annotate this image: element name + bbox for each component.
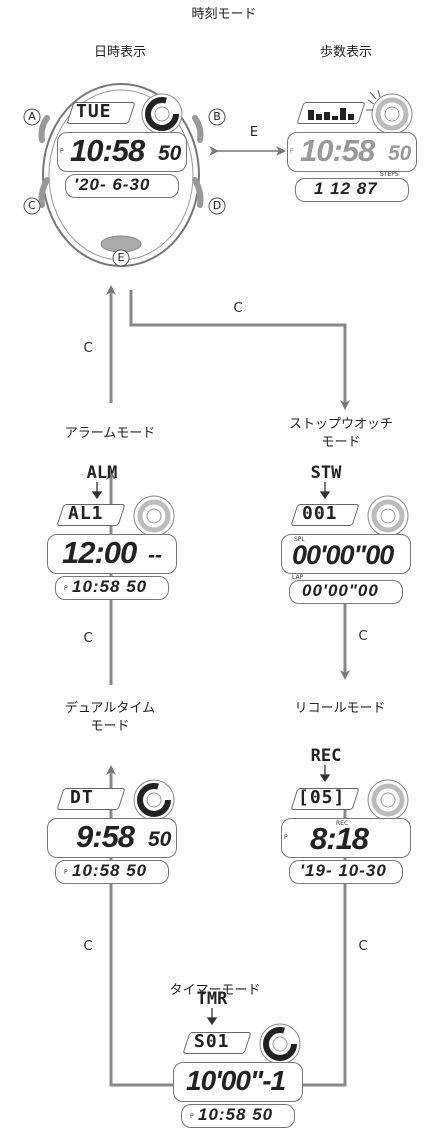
button-a-label: A [28,110,36,123]
main-panel [173,1062,303,1102]
alarm-time: 12:00 [62,535,137,570]
pm-indicator: P [60,148,64,155]
steps-display: P 10:58 50 STEPS 1 12 87 [287,90,417,228]
pm-indicator: P [290,148,294,155]
bottom-panel [181,1104,295,1128]
gauge-icon [133,779,175,821]
arrow-c-label-5: C [83,939,93,954]
main-panel [47,818,177,858]
spl-caption: SPL [294,536,305,543]
button-c-shape [38,177,50,208]
bottom-panel [295,178,409,202]
seconds: 50 [388,142,412,165]
lap-caption: LAP [292,574,304,581]
timer-number: S01 [194,1031,230,1052]
main-panel [281,534,411,574]
current-time: 10:58 50 [72,577,148,596]
split-time: 00'00"00 [292,540,394,570]
bottom-panel [55,576,169,600]
flow-arrows [106,285,350,1090]
gauge-icon [259,1023,301,1065]
timer-code: TMR [196,989,228,1009]
current-time: 10:58 50 [198,1105,274,1124]
main-panel [281,818,411,858]
gauge-icon [141,93,183,135]
steps-caption: STEPS [380,171,399,178]
arrow-c-label-3: C [83,631,93,646]
main-panel [57,132,187,172]
steps-label: 歩数表示 [319,45,372,60]
alarm-code: ALM [86,463,118,483]
recall-time: 8:18 [310,821,369,856]
dual-time: 9:58 [76,819,135,854]
dualtime-mode-label: デュアルタイム モード [64,701,156,734]
arrow-c-label-4: C [358,629,368,644]
recall-display: [05] REC P 8:18 '19- 10-30 [281,779,416,894]
arrow-c-label-1: C [233,301,243,316]
diagram-title: 時刻モード [191,7,257,22]
arrow-c-label-6: C [358,939,368,954]
code-arrows [91,482,331,1026]
main-panel [47,534,177,574]
timekeeping-label: 日時表示 [93,45,146,60]
recall-date: '19- 10-30 [300,861,387,880]
stopwatch-code: STW [310,463,342,483]
timekeeping-display: TUE P 10:58 50 '20- 6-30 [57,93,187,228]
pm-indicator: P [64,585,68,592]
alarm-seconds: -- [148,544,162,567]
timer-time: 10'00"-1 [186,1065,286,1096]
lap-number: 001 [302,503,338,524]
day-text: TUE [76,101,112,122]
dualtime-display: DT 9:58 50 P 10:58 50 [47,779,182,894]
hour-minute: 10:58 [300,133,375,168]
bottom-panel [65,174,179,198]
alarm-mode-label: アラームモード [64,426,156,441]
stopwatch-mode-label: ストップウオッチ モード [288,417,393,450]
arrow-c-label-2: C [83,341,93,356]
recall-mode-label: リコールモード [294,701,386,716]
alarm-display: AL1 12:00 -- P 10:58 50 [47,495,182,610]
lap-time: 00'00"00 [302,581,379,600]
bottom-panel [55,860,169,884]
pm-indicator: P [64,869,68,876]
current-time: 10:58 50 [72,861,148,880]
gauge-icon [367,495,409,537]
button-d-shape [192,177,204,208]
button-d-label: D [212,199,222,212]
button-a-shape [38,115,50,143]
step-count: 1 12 87 [314,179,378,198]
dual-seconds: 50 [148,828,172,851]
record-number: [05] [298,787,346,808]
button-c-label: C [28,199,36,212]
bottom-panel [289,860,403,884]
button-b-label: B [213,110,221,123]
button-e-label: E [117,251,125,264]
bottom-panel [289,580,403,604]
recall-code: REC [310,746,342,766]
gauge-icon [133,495,175,537]
timer-mode-label: タイマーモード [169,983,261,998]
gauge-icon [367,779,409,821]
timer-display: S01 10'00"-1 P 10:58 50 [173,1023,308,1138]
hour-minute: 10:58 [70,133,145,168]
button-label-circles [23,108,226,267]
main-panel [287,132,417,172]
seconds: 50 [158,142,182,165]
alarm-number: AL1 [68,503,104,524]
stopwatch-display: 001 SPL 00'00"00 LAP 00'00"00 [281,495,416,610]
pm-indicator: P [190,1113,194,1120]
date-text: '20- 6-30 [74,175,151,194]
step-graph-icon [308,108,354,120]
gauge-blink-icon [366,90,413,135]
button-b-shape [192,115,204,143]
rec-caption: REC [336,820,349,827]
dt-tab: DT [70,787,94,808]
e-label: E [249,125,259,140]
pm-indicator: P [284,834,288,841]
